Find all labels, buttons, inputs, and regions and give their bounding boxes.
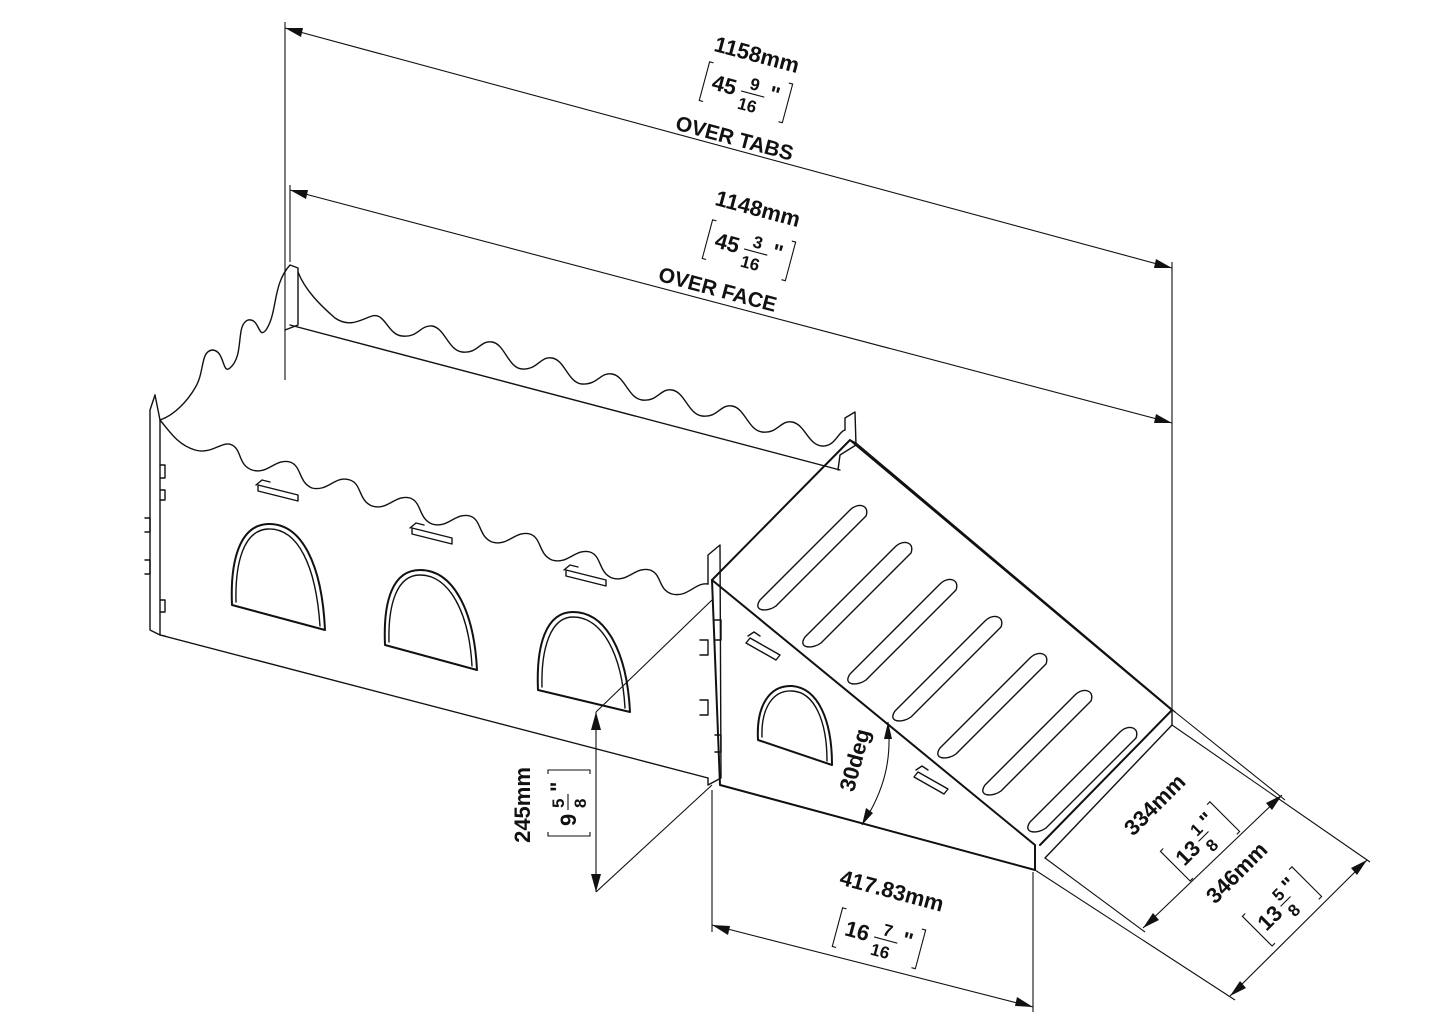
door-3	[536, 611, 631, 713]
height-num: 5	[549, 799, 568, 808]
dim-ramp-base	[711, 790, 1034, 1012]
label-height-imperial: 9 5 8 "	[546, 769, 591, 837]
label-ramp-inner: 334mm	[1119, 769, 1190, 840]
front-scallop-edge	[159, 419, 709, 596]
ramp-door	[756, 684, 833, 766]
over-tabs-mm: 1158mm	[712, 31, 802, 78]
dim-ramp-outer	[1034, 724, 1371, 1001]
label-ramp-base: 417.83mm	[837, 865, 946, 917]
ramp-base-mm: 417.83mm	[837, 865, 946, 917]
ramp-deck	[711, 439, 1173, 846]
over-tabs-label: OVER TABS	[673, 112, 796, 166]
over-tabs-whole: 45	[709, 70, 739, 100]
label-over-face-imperial: 45 3 16 "	[701, 219, 797, 282]
over-tabs-num: 9	[748, 74, 762, 95]
over-face-unit: "	[769, 239, 786, 266]
over-face-den: 16	[738, 252, 761, 275]
label-ramp-outer-imperial: 13 5 8 "	[1241, 866, 1323, 947]
ramp-slot-2	[913, 765, 949, 795]
height-whole: 9	[556, 814, 581, 826]
over-face-label: OVER FACE	[656, 263, 779, 317]
label-ramp-base-imperial: 16 7 16 "	[831, 907, 927, 970]
ramp	[711, 439, 1176, 871]
ramp-base-den: 16	[868, 940, 891, 963]
ramp-inner-den: 8	[1202, 835, 1222, 855]
back-scallop-edge	[297, 271, 846, 447]
ramp-slats	[757, 504, 1138, 833]
dim-ramp-inner	[1044, 711, 1286, 933]
inner-back-base	[289, 324, 841, 471]
ramp-base-num: 7	[881, 920, 895, 941]
ramp-inner-mm: 334mm	[1119, 769, 1190, 840]
door-1-inner	[235, 528, 321, 627]
over-face-whole: 45	[712, 228, 742, 258]
ramp-deck-edge	[849, 439, 1176, 859]
angle-label: 30deg	[834, 726, 875, 794]
ramp-base-unit: "	[899, 927, 916, 954]
dim-over-tabs	[284, 22, 1173, 712]
label-angle: 30deg	[834, 726, 875, 794]
over-face-mm: 1148mm	[713, 185, 803, 232]
over-tabs-unit: "	[766, 81, 783, 108]
ramp-door-inner	[761, 690, 828, 762]
main-right-panel	[837, 411, 857, 471]
door-3-inner	[541, 616, 626, 709]
ramp-outer-den: 8	[1284, 900, 1304, 920]
front-face-bottom	[159, 634, 709, 779]
door-1	[230, 522, 326, 631]
ramp-base-whole: 16	[842, 916, 872, 946]
height-den: 8	[571, 799, 590, 808]
back-left-panel	[154, 264, 299, 421]
left-panel-tabs	[144, 464, 166, 613]
dim-angle	[861, 721, 892, 826]
ramp-base-line	[720, 784, 1036, 871]
door-2	[383, 569, 478, 671]
door-2-inner	[388, 574, 473, 667]
height-mm: 245mm	[510, 767, 535, 843]
front-slot-3	[563, 564, 607, 587]
connector-tabs	[699, 619, 722, 753]
front-slot-2	[409, 522, 453, 545]
label-height: 245mm	[510, 767, 535, 843]
over-tabs-den: 16	[735, 94, 758, 117]
ramp-slot-1	[745, 631, 781, 661]
dim-height	[591, 599, 713, 893]
dim-over-face	[289, 185, 1173, 424]
front-slot-1	[255, 479, 299, 502]
main-box	[144, 264, 857, 786]
over-face-num: 3	[751, 232, 765, 253]
height-unit: "	[546, 782, 571, 792]
connector-panel	[707, 544, 722, 786]
